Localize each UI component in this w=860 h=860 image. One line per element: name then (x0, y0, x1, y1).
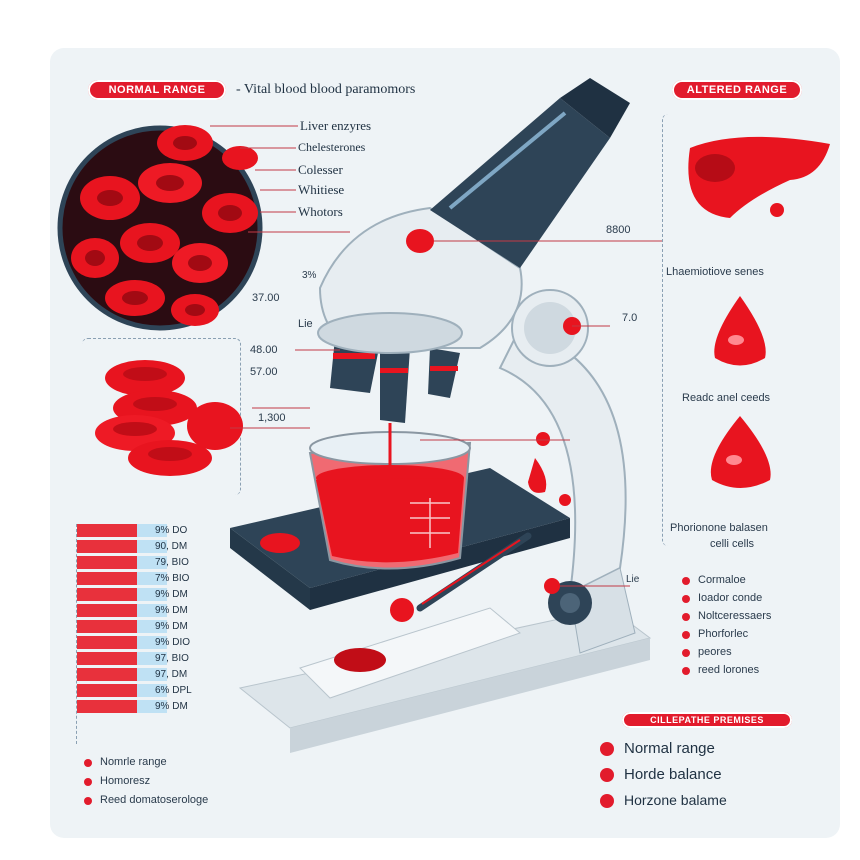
circle-label-colesser: Colesser (298, 162, 343, 177)
legend-bullet (600, 794, 614, 808)
legend-item: Reed domatoserologe (100, 794, 209, 806)
bar-label: 9% DM (155, 605, 188, 616)
list-item: Ioador conde (698, 592, 763, 604)
circle-label-whotors: Whotors (298, 204, 343, 219)
legend-item: Horzone balame (624, 792, 727, 808)
legend-item: Homoresz (100, 775, 151, 787)
list-bullet (682, 667, 690, 675)
infographic-card: NORMAL RANGE - Vital blood blood paramom… (50, 48, 840, 838)
legend-bullet (84, 759, 92, 767)
value-37: 37.00 (252, 292, 280, 304)
bar-row: 9% DO (77, 524, 227, 538)
list-item: Cormaloe (698, 574, 746, 586)
circle-label-whitiese: Whitiese (298, 182, 345, 197)
right-label-phorm: Phorionone balasen (670, 522, 768, 534)
bar-row: 97, BIO (77, 652, 227, 666)
bar-row: 90, DM (77, 540, 227, 554)
legend-item: Horde balance (624, 766, 722, 783)
altered-range-badge: ALTERED RANGE (672, 80, 802, 100)
blood-cells-circle (57, 125, 263, 331)
bar-label: 9% DM (155, 589, 188, 600)
value-8800: 8800 (606, 224, 631, 236)
legend-item: Normal range (624, 740, 715, 757)
altered-cell-shapes (688, 136, 830, 488)
list-bullet (682, 577, 690, 585)
list-item: Noltceressaers (698, 610, 772, 622)
right-label-rcells: Readc anel ceeds (682, 392, 771, 404)
microscope-objectives (330, 338, 460, 468)
bar-label: 97, BIO (155, 653, 189, 664)
bar-row: 6% DPL (77, 684, 227, 698)
list-bullet (682, 649, 690, 657)
list-item: peores (698, 646, 732, 658)
rbc-stack (95, 360, 243, 476)
bar-row: 9% DM (77, 620, 227, 634)
bar-row: 9% DIO (77, 636, 227, 650)
bar-row: 7% BIO (77, 572, 227, 586)
value-3pct: 3% (302, 270, 317, 281)
right-panel-frame (662, 114, 833, 546)
legend-item: Nomrle range (100, 756, 167, 768)
value-7: 7.0 (622, 312, 638, 324)
bar-label: 9% DM (155, 701, 188, 712)
list-item: reed lorones (698, 664, 760, 676)
value-57: 57.00 (250, 366, 278, 378)
bar-row: 9% DM (77, 604, 227, 618)
microscope-head (317, 206, 589, 367)
circle-label-chol: Chelesterones (298, 140, 366, 154)
bar-label: 97, DM (155, 669, 188, 680)
bar-row: 97, DM (77, 668, 227, 682)
bar-label: 79, BIO (155, 557, 189, 568)
bar-row: 9% DM (77, 700, 227, 714)
bar-row: 79, BIO (77, 556, 227, 570)
right-label-cell: celli cells (710, 538, 755, 550)
bar-label: 9% DO (155, 525, 188, 536)
value-48: 48.00 (250, 344, 278, 356)
microscope-arm (498, 326, 636, 654)
pipette (416, 532, 532, 612)
value-lie-left: Lie (298, 318, 313, 330)
eyepiece-tube (430, 78, 630, 268)
list-bullet (682, 613, 690, 621)
legend-bullet (600, 768, 614, 782)
list-bullet (682, 631, 690, 639)
page-title: - Vital blood blood paramomors (236, 82, 416, 97)
list-bullet (682, 595, 690, 603)
bar-label: 9% DM (155, 621, 188, 632)
bar-label: 6% DPL (155, 685, 192, 696)
bar-label: 7% BIO (155, 573, 190, 584)
microscope-base (238, 607, 652, 753)
value-1300: 1,300 (258, 412, 286, 424)
microscope-illustration (57, 78, 830, 753)
premises-badge: CILLEPATHE PREMISES (622, 712, 792, 728)
bar-label: 90, DM (155, 541, 188, 552)
list-item: Phorforlec (698, 628, 749, 640)
circle-label-liver: Liver enzyres (300, 118, 372, 133)
right-label-lhaemo: Lhaemiotiove senes (666, 266, 764, 278)
bar-label: 9% DIO (155, 637, 191, 648)
beaker (308, 431, 472, 570)
normal-range-badge: NORMAL RANGE (88, 80, 226, 100)
range-bars: 9% DO 90, DM 79, BIO 7% BIO 9% DM 9% DM … (76, 524, 227, 744)
legend-bullet (84, 797, 92, 805)
legend-bullet (600, 742, 614, 756)
legend-bullet (84, 778, 92, 786)
bar-row: 9% DM (77, 588, 227, 602)
value-lie-center: Lie (626, 574, 640, 585)
